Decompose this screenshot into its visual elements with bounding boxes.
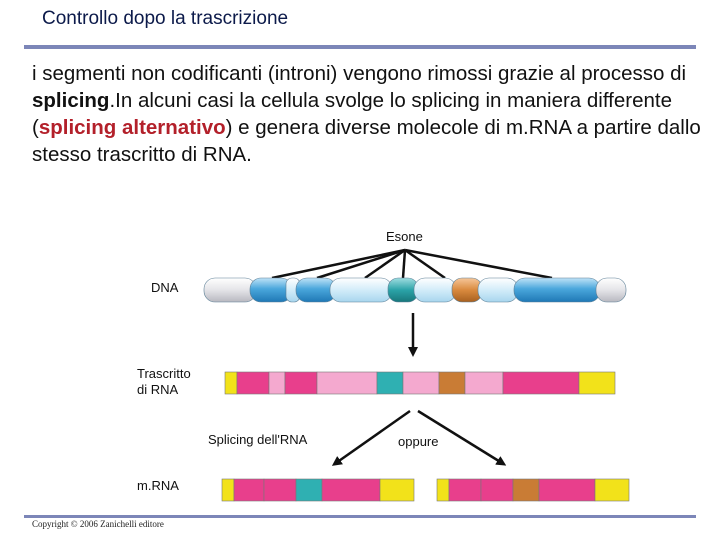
splicing-arrows	[331, 409, 507, 466]
body-text-part-3: ) e genera diverse molecole di m.RNA a p…	[32, 116, 701, 166]
dna-label: DNA	[151, 280, 179, 295]
slide-body-text: i segmenti non codificanti (introni) ven…	[32, 60, 702, 168]
title-divider	[24, 45, 696, 49]
mrna-variant-2	[436, 478, 630, 502]
body-text-splicing: splicing	[32, 89, 110, 112]
body-text-part-1: i segmenti non codificanti (introni) ven…	[32, 62, 687, 85]
copyright-notice: Copyright © 2006 Zanichelli editore	[32, 519, 164, 529]
splicing-arrow-right	[417, 409, 507, 466]
oppure-label: oppure	[398, 434, 439, 449]
body-text-part-2: .In alcuni casi la cellula svolge lo spl…	[32, 89, 673, 139]
dna-molecule	[203, 277, 627, 303]
transcript-label-line-2: di RNA	[137, 382, 179, 397]
splicing-label: Splicing dell'RNA	[208, 432, 308, 447]
footer-divider	[24, 515, 696, 518]
exon-label: Esone	[386, 229, 423, 244]
rna-transcript	[224, 371, 616, 395]
mrna-label: m.RNA	[137, 478, 179, 493]
exon-pointer-lines	[271, 248, 553, 280]
slide-title: Controllo dopo la trascrizione	[42, 8, 289, 29]
splicing-arrow-left	[331, 409, 411, 466]
mrna-variant-1	[221, 478, 415, 502]
transcript-label-line-1: Trascritto	[137, 366, 191, 381]
body-text-splicing-alternativo: splicing alternativo	[38, 116, 226, 139]
